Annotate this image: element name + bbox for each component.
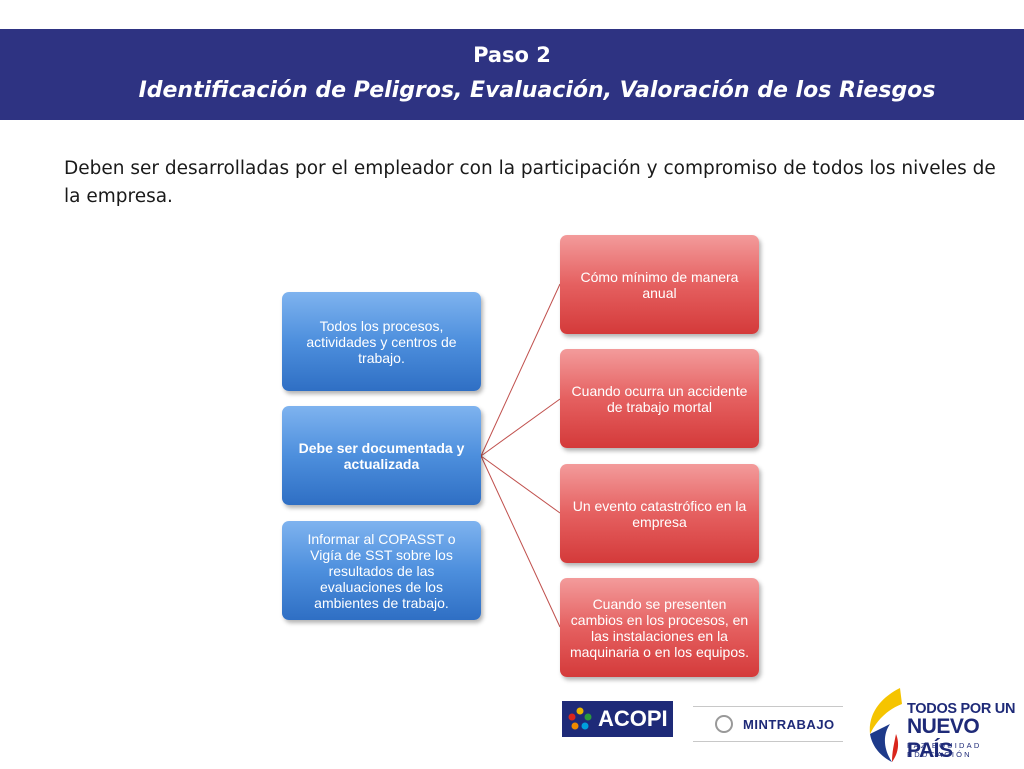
mintrabajo-wordmark: MINTRABAJO	[743, 716, 835, 732]
todos-line-1: TODOS POR UN	[907, 701, 1016, 717]
node-fatal-accident: Cuando ocurra un accidente de trabajo mo…	[560, 349, 759, 448]
node-annual: Cómo mínimo de manera anual	[560, 235, 759, 334]
coat-of-arms-icon	[715, 715, 733, 733]
node-processes: Todos los procesos, actividades y centro…	[282, 292, 481, 391]
flag-swoosh-icon	[869, 688, 902, 762]
slide-title: Identificación de Peligros, Evaluación, …	[138, 78, 936, 103]
connector-2	[480, 398, 561, 457]
todos-line-3: PAZ EQUIDAD EDUCACIÓN	[907, 741, 982, 759]
mintrabajo-logo: MINTRABAJO	[693, 706, 843, 742]
acopi-wordmark: ACOPI	[598, 706, 668, 731]
connector-1	[480, 283, 561, 457]
intro-text: Deben ser desarrolladas por el empleador…	[64, 158, 996, 207]
connector-3	[480, 455, 561, 514]
footer-logos: ACOPI MINTRABAJO TODOS POR UN NUEVO PAÍS…	[0, 680, 1024, 768]
step-title: Paso 2	[473, 43, 551, 67]
acopi-logo: ACOPI	[562, 701, 673, 737]
node-process-changes: Cuando se presenten cambios en los proce…	[560, 578, 759, 677]
node-catastrophic-event: Un evento catastrófico en la empresa	[560, 464, 759, 563]
connector-4	[480, 455, 561, 628]
todos-line-2: NUEVO PAÍS	[907, 715, 980, 762]
acopi-star-icon	[566, 705, 594, 733]
node-documented: Debe ser documentada y actualizada	[282, 406, 481, 505]
node-inform-copasst: Informar al COPASST o Vigía de SST sobre…	[282, 521, 481, 620]
todos-por-un-nuevo-pais-logo: TODOS POR UN NUEVO PAÍS PAZ EQUIDAD EDUC…	[862, 684, 1022, 764]
title-banner: Paso 2 Identificación de Peligros, Evalu…	[0, 29, 1024, 120]
